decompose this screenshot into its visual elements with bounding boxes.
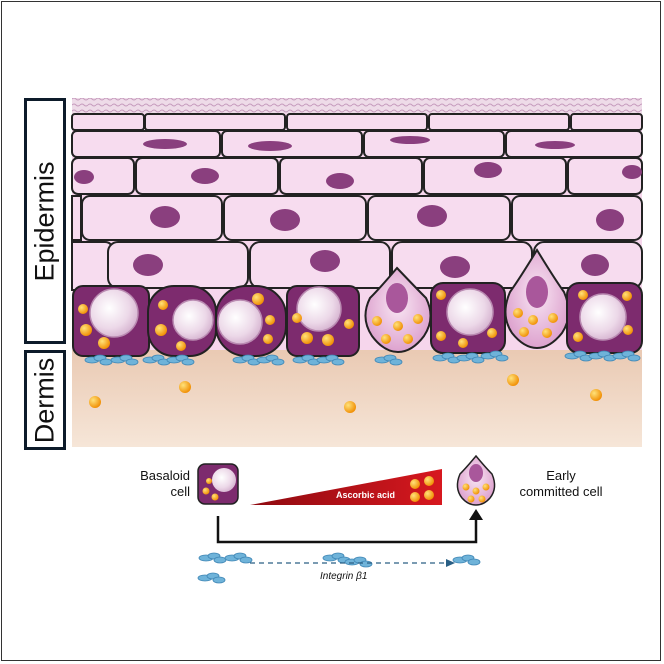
basaloid-cell-icon [197,463,239,505]
dermal-ascorbate [89,374,602,413]
basal-layer [72,248,643,357]
basaloid-cell-4 [286,285,360,357]
dashed-arrowhead-icon [446,559,455,567]
committed-cell-icon [456,454,496,506]
integrin-icon [197,552,481,584]
basaloid-cell-2 [147,285,217,357]
basaloid-cell-6 [566,282,643,354]
integrin-row [84,350,641,366]
committed-cell-2 [504,248,570,350]
ascorbic-acid-wedge [250,469,442,505]
basaloid-cell-1 [72,285,150,357]
basaloid-cell-5 [430,282,506,354]
committed-cell-1 [364,266,432,354]
early-committed-cell-label: Early committed cell [519,468,603,499]
epidermis-label: Epidermis [29,160,60,282]
ascorbic-acid-label: Ascorbic acid [336,490,396,500]
basaloid-cell-label: Basaloid cell [140,468,190,499]
epidermis-label-box: Epidermis [24,98,66,344]
basaloid-cell-3 [215,285,287,357]
wedge-dots [410,476,434,502]
dermis-label-box: Dermis [24,350,66,450]
integrin-label: Integrin β1 [320,571,368,582]
dermis-label: Dermis [29,357,60,443]
stratum-corneum [72,98,642,113]
arrow-icon [216,509,483,544]
